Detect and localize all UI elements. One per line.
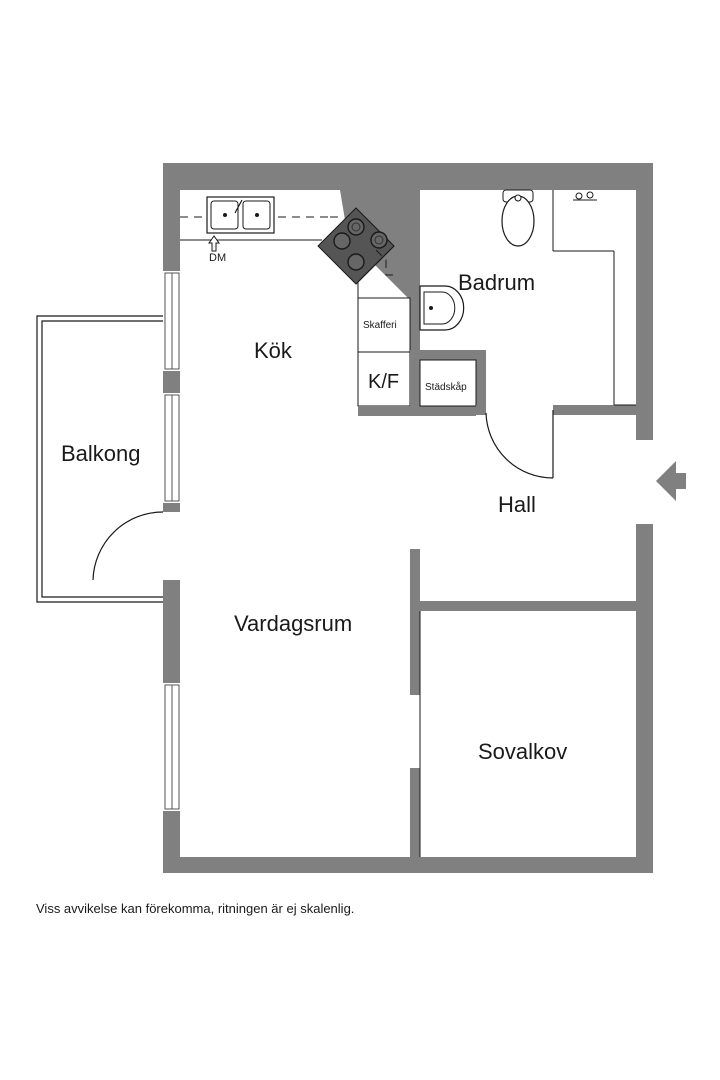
disclaimer-text: Viss avvikelse kan förekomma, ritningen …	[36, 901, 355, 916]
kf-label: K/F	[368, 371, 399, 393]
hall-sovalkov-wall	[420, 601, 636, 611]
skafferi-label: Skafferi	[363, 320, 397, 331]
bathroom-left-wall	[410, 190, 420, 350]
stadskap-walls	[358, 350, 486, 416]
bathroom-bottom-wall-right	[553, 405, 636, 415]
bathroom-door-swing	[485, 412, 554, 479]
sink-icon	[206, 196, 275, 234]
toilet-icon	[501, 189, 535, 247]
bathroom-bottom-wall-left	[476, 405, 486, 415]
room-hall: Hall	[498, 492, 536, 517]
upper-cabinet-diagonal	[330, 216, 393, 276]
dm-label: DM	[209, 252, 226, 264]
partition-upper	[410, 549, 420, 695]
kf-cabinet	[357, 351, 411, 407]
room-sovalkov: Sovalkov	[478, 739, 567, 764]
room-kok: Kök	[254, 338, 293, 363]
dishwasher-arrow-icon	[208, 235, 220, 252]
washbasin-icon	[419, 285, 465, 331]
stadskap-label: Städskåp	[425, 381, 467, 393]
balcony-door-swing	[92, 511, 164, 581]
window-kitchen	[163, 271, 181, 371]
partition-lower	[410, 768, 420, 857]
balcony-door-opening	[160, 512, 182, 580]
stadskap-closet	[419, 359, 477, 407]
window-kitchen-2	[163, 393, 181, 503]
skafferi-cabinet	[357, 297, 411, 353]
balcony-outline	[36, 315, 163, 603]
room-vardagsrum: Vardagsrum	[234, 611, 352, 636]
balcony-outline-inner	[41, 320, 163, 598]
entrance-arrow-icon	[656, 461, 686, 501]
entrance-opening	[635, 440, 655, 524]
room-balkong: Balkong	[61, 441, 141, 466]
room-badrum: Badrum	[458, 270, 535, 295]
window-living	[163, 683, 181, 811]
shower-icon	[552, 190, 615, 405]
